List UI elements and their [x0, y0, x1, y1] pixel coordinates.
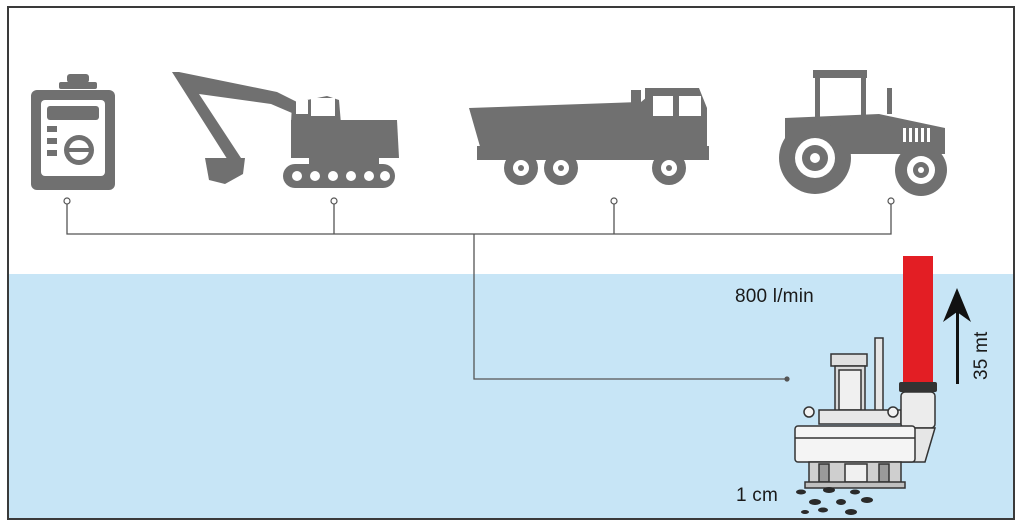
- pump-node: [784, 376, 790, 382]
- excavator-icon: [172, 72, 399, 188]
- truck-node: [610, 197, 618, 205]
- discharge-hose: [903, 256, 933, 386]
- hose-clamp: [899, 382, 937, 392]
- flow-rate-label: 800 l/min: [735, 286, 814, 307]
- generator-node: [63, 197, 71, 205]
- head-height-label: 35 mt: [971, 331, 992, 380]
- manifold-line: [66, 201, 892, 235]
- solids-size-label: 1 cm: [736, 485, 778, 506]
- up-arrow-icon: [943, 288, 971, 384]
- hydraulic-pump-diagram: [31, 70, 971, 515]
- tractor-icon: [779, 70, 947, 196]
- pump-feed-line: [473, 234, 787, 380]
- diagram-frame: 800 l/min 35 mt 1 cm: [7, 6, 1015, 520]
- hydraulic-connector-lines: [66, 201, 892, 380]
- tractor-node: [887, 197, 895, 205]
- excavator-node: [330, 197, 338, 205]
- submersible-pump-icon: [794, 337, 937, 489]
- debris-pebbles: [796, 487, 873, 515]
- connector-nodes: [63, 197, 895, 382]
- dump-truck-icon: [469, 88, 709, 185]
- generator-icon: [31, 74, 115, 190]
